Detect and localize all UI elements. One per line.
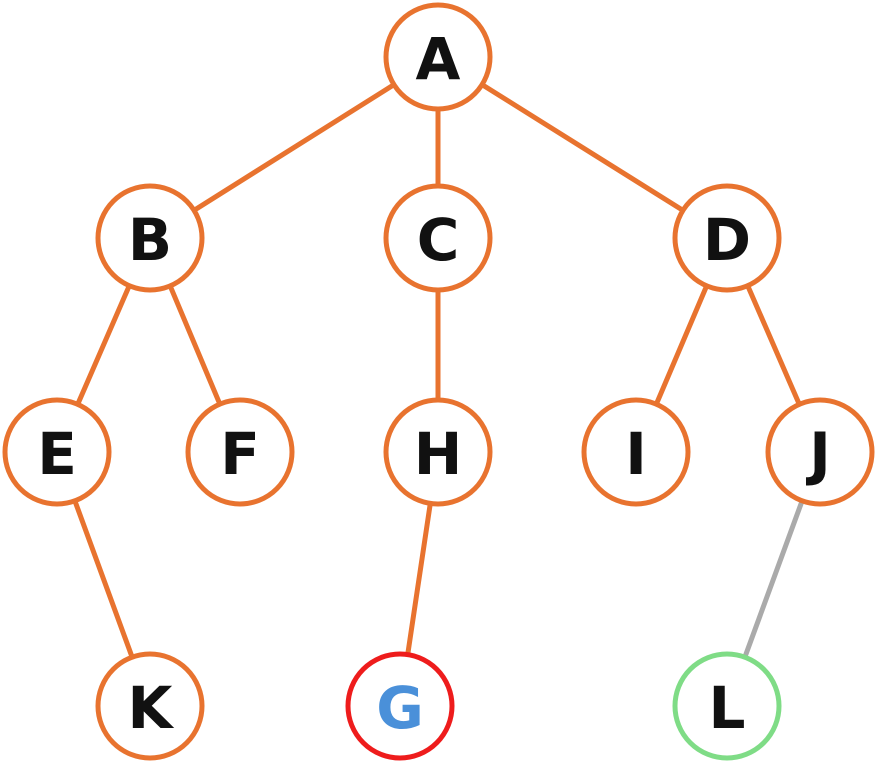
node-i: I [581, 397, 691, 507]
node-circle-j [765, 397, 875, 507]
node-circle-e [2, 397, 112, 507]
node-label-c: C [417, 206, 460, 274]
node-label-i: I [625, 420, 647, 488]
node-circle-a [383, 2, 493, 112]
node-g: G [345, 651, 455, 761]
node-b: B [95, 183, 205, 293]
nodes-layer: A B C D E F H I J K G L [2, 2, 875, 761]
node-label-a: A [416, 25, 461, 93]
node-d: D [672, 183, 782, 293]
node-a: A [383, 2, 493, 112]
node-c: C [383, 183, 493, 293]
node-label-b: B [128, 206, 172, 274]
node-circle-k [95, 651, 205, 761]
node-circle-h [383, 397, 493, 507]
edge-d-j [745, 283, 802, 407]
node-label-k: K [128, 674, 175, 742]
node-label-f: F [220, 420, 260, 488]
node-circle-l [672, 651, 782, 761]
node-h: H [383, 397, 493, 507]
edge-a-b [191, 82, 397, 213]
node-circle-d [672, 183, 782, 293]
node-label-g: G [376, 674, 424, 742]
edge-a-d [479, 82, 686, 213]
node-f: F [185, 397, 295, 507]
node-label-l: L [709, 674, 746, 742]
node-circle-g [345, 651, 455, 761]
edge-e-k [72, 498, 135, 660]
node-circle-i [581, 397, 691, 507]
edge-b-f [167, 283, 223, 407]
edge-h-g [405, 500, 433, 658]
node-e: E [2, 397, 112, 507]
edge-d-i [653, 283, 710, 407]
edge-b-e [75, 283, 132, 407]
node-l: L [672, 651, 782, 761]
node-circle-c [383, 183, 493, 293]
node-k: K [95, 651, 205, 761]
node-j: J [765, 397, 875, 507]
node-label-j: J [805, 420, 831, 488]
node-label-d: D [703, 206, 751, 274]
node-label-h: H [414, 420, 463, 488]
edges-layer [72, 82, 805, 660]
node-circle-f [185, 397, 295, 507]
edge-j-l [742, 498, 805, 660]
node-circle-b [95, 183, 205, 293]
node-label-e: E [37, 420, 77, 488]
